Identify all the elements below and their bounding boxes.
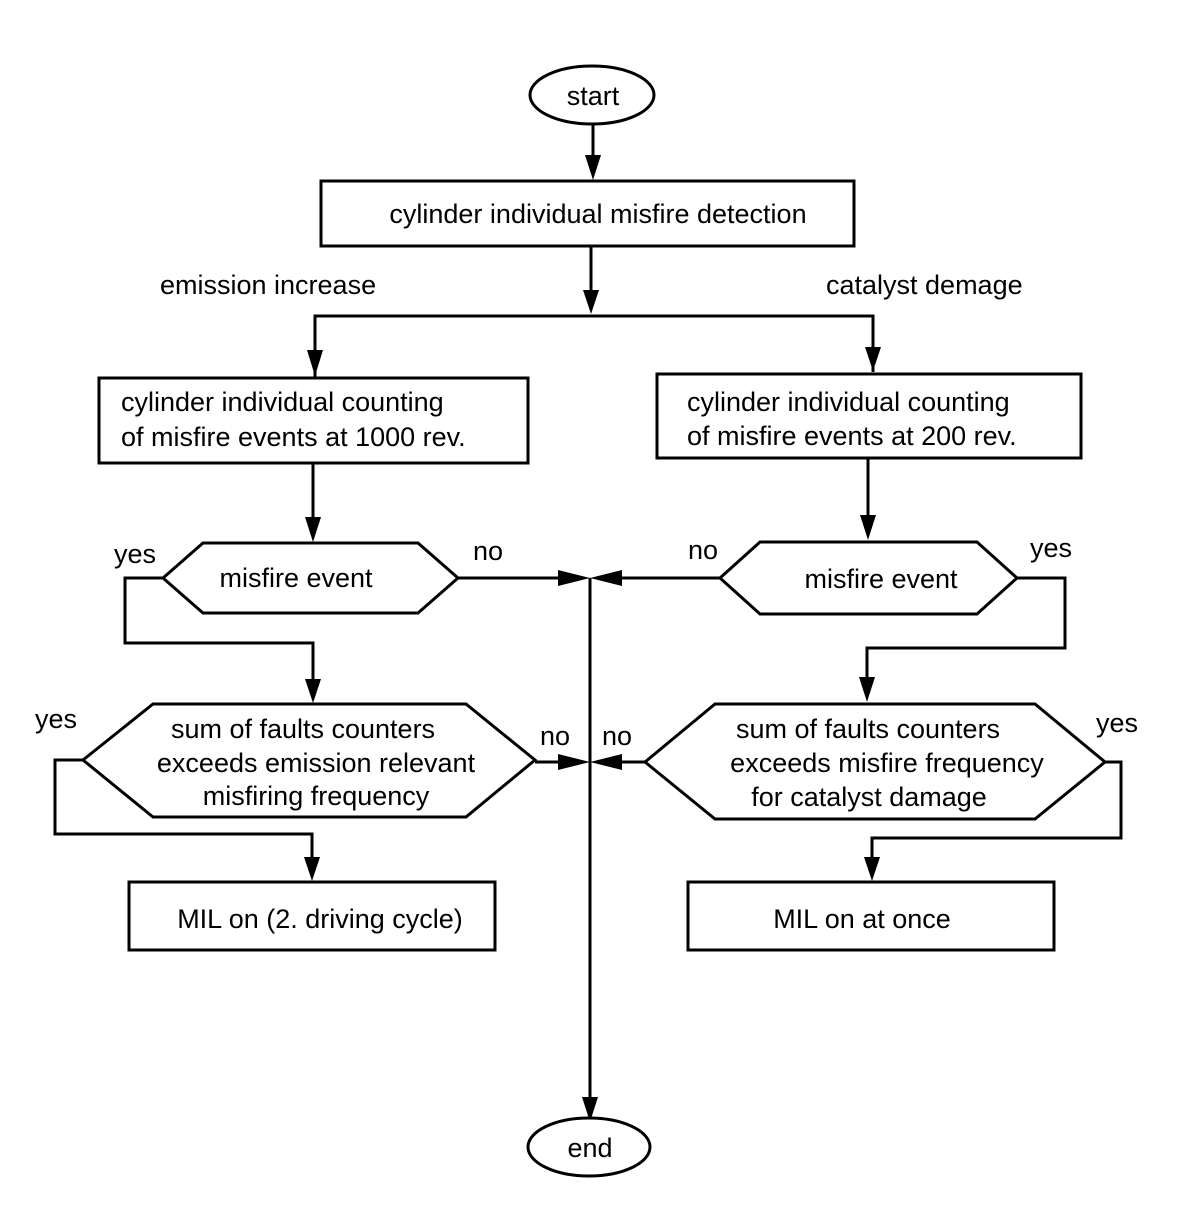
misfire-right-no-label: no [688,535,718,565]
edge-split-bar [313,314,875,377]
edge-sum-left-yes [53,758,314,860]
sum-right-yes-label: yes [1096,708,1138,738]
sum-left-label-2: exceeds emission relevant [157,748,476,778]
edge-sum-right-yes [870,760,1123,860]
sum-left-yes-label: yes [35,704,77,734]
end-terminal [526,1116,652,1178]
arrowhead [590,570,622,586]
mil-right-output [686,880,1056,952]
sum-right-label-2: exceeds misfire frequency [730,748,1044,778]
sum-left-label-3: misfiring frequency [203,781,430,811]
detection-process [319,179,856,248]
arrowhead [558,570,590,586]
count-left-label-2: of misfire events at 1000 rev. [121,422,466,452]
count-left-process [97,376,530,465]
start-label: start [567,81,620,111]
arrowhead [583,290,599,314]
arrowhead [864,857,880,881]
arrowhead [307,350,323,376]
sum-right-label-3: for catalyst damage [751,782,987,812]
misfire-right-label: misfire event [804,564,958,594]
sum-left-decision [80,702,538,819]
arrowhead [585,155,601,180]
arrowhead [860,515,876,540]
arrowhead [558,754,590,770]
misfire-left-no-label: no [473,536,503,566]
mil-left-output [127,880,497,952]
branch-label-right: catalyst demage [826,270,1023,300]
mil-right-label: MIL on at once [773,904,951,934]
misfire-right-decision [717,540,1020,616]
misfire-right-yes-label: yes [1030,533,1072,563]
arrowhead [582,1097,598,1122]
misfire-left-label: misfire event [219,563,373,593]
count-right-label-2: of misfire events at 200 rev. [687,421,1017,451]
misfire-left-yes-label: yes [114,539,156,569]
sum-right-decision [642,702,1108,821]
mil-left-label: MIL on (2. driving cycle) [177,904,463,934]
sum-right-label-1: sum of faults counters [736,714,1000,744]
arrowhead [865,347,881,371]
arrowhead [305,517,321,542]
edge-misfire-right-yes [865,576,1067,680]
start-terminal [528,64,656,126]
count-right-label-1: cylinder individual counting [687,387,1010,417]
count-left-label-1: cylinder individual counting [121,387,444,417]
detection-label: cylinder individual misfire detection [389,199,806,229]
sum-right-no-label: no [602,721,632,751]
end-label: end [567,1133,612,1163]
arrowhead [305,679,321,703]
branch-label-left: emission increase [160,270,376,300]
edge-misfire-left-yes [123,576,315,682]
arrowhead [304,857,320,881]
arrowhead [859,677,875,702]
sum-left-no-label: no [540,721,570,751]
arrowhead [590,754,622,770]
count-right-process [655,372,1083,460]
sum-left-label-1: sum of faults counters [171,714,435,744]
misfire-left-decision [160,541,461,615]
